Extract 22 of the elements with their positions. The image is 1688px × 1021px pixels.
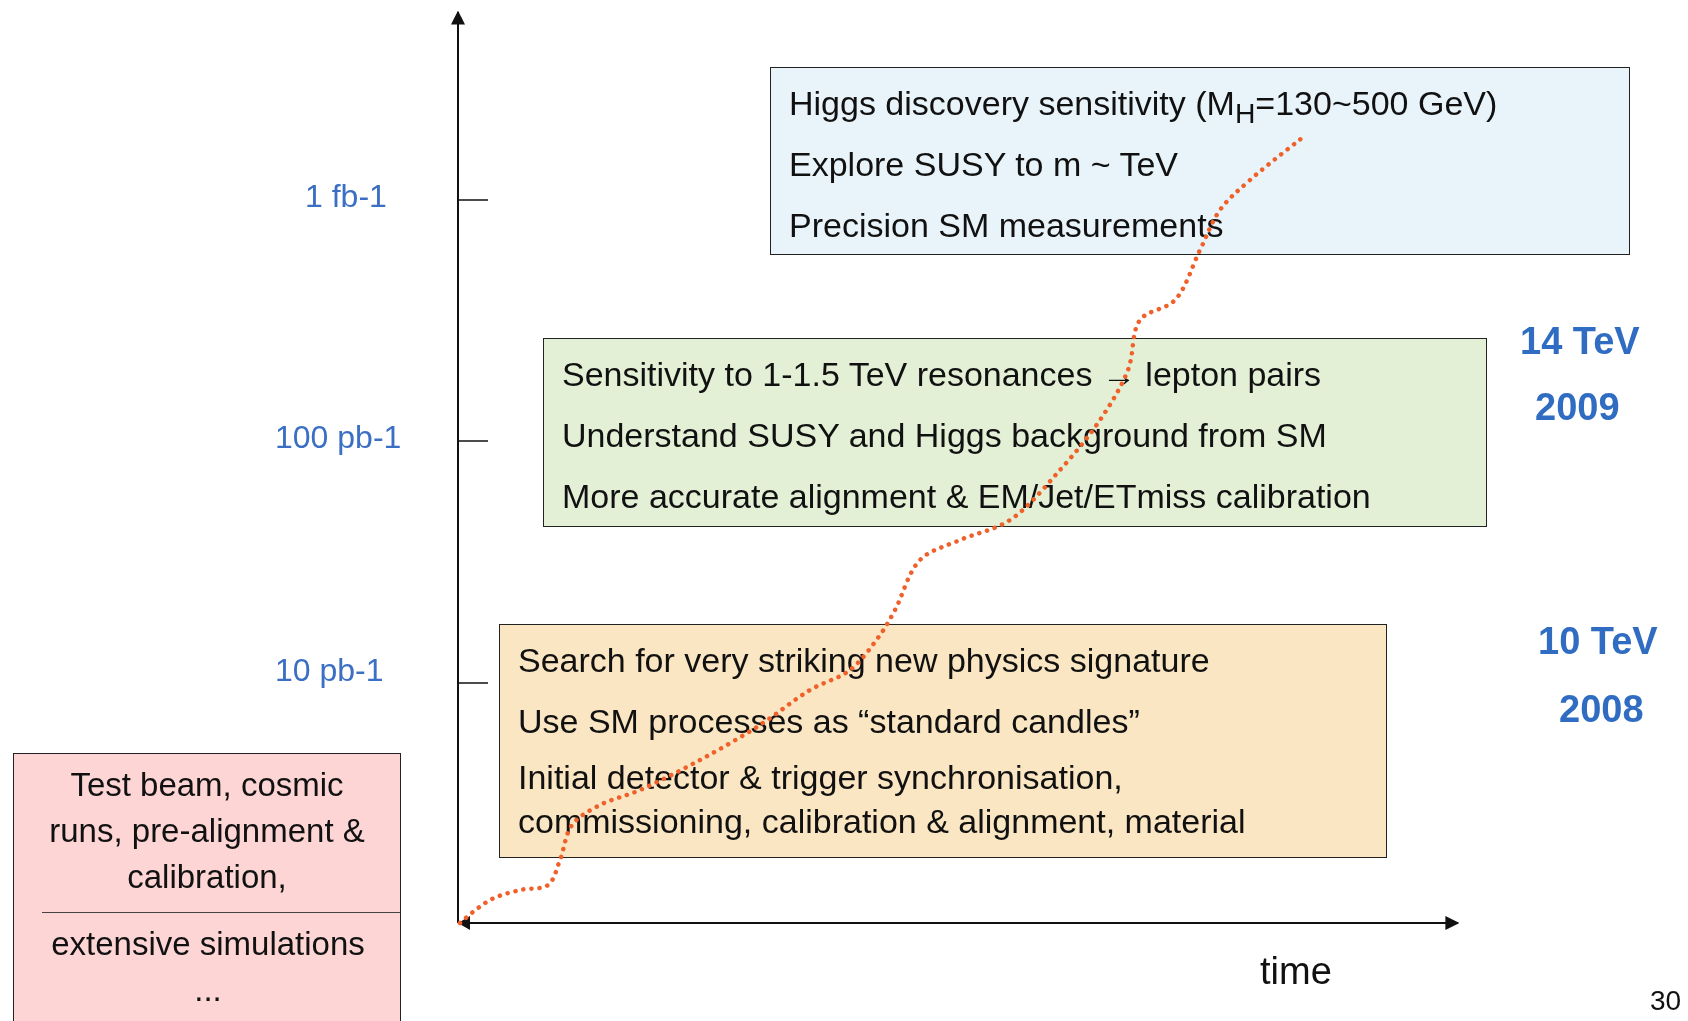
text-box bbox=[770, 67, 1630, 255]
axis-tick-label: 1 fb-1 bbox=[305, 178, 387, 215]
box-text: extensive simulations ... bbox=[42, 912, 400, 1013]
box-text: Understand SUSY and Higgs background from SM bbox=[562, 416, 1327, 454]
year-label: 2008 bbox=[1559, 688, 1644, 731]
box-text: Use SM processes as “standard candles” bbox=[518, 702, 1140, 740]
axis-tick-label: 100 pb-1 bbox=[275, 419, 402, 456]
axis-tick-label: 10 pb-1 bbox=[275, 652, 384, 689]
text-box bbox=[499, 624, 1387, 858]
year-label: 2009 bbox=[1535, 386, 1620, 429]
box-text: Explore SUSY to m ~ TeV bbox=[789, 145, 1178, 183]
energy-label: 14 TeV bbox=[1520, 320, 1640, 363]
box-text: Test beam, cosmic runs, pre-alignment & calibration, bbox=[48, 765, 366, 897]
box-text: More accurate alignment & EM/Jet/ETmiss calibration bbox=[562, 477, 1371, 515]
page-number: 30 bbox=[1650, 985, 1682, 1017]
axis-title: time bbox=[1260, 950, 1332, 993]
box-text: Precision SM measurements bbox=[789, 206, 1224, 244]
text-box bbox=[543, 338, 1487, 527]
box-text: Higgs discovery sensitivity (M$_{H}$=130~500 GeV) bbox=[789, 84, 1498, 131]
box-text: Search for very striking new physics signature bbox=[518, 641, 1210, 679]
text-box bbox=[13, 753, 401, 1021]
energy-label: 10 TeV bbox=[1538, 620, 1658, 663]
